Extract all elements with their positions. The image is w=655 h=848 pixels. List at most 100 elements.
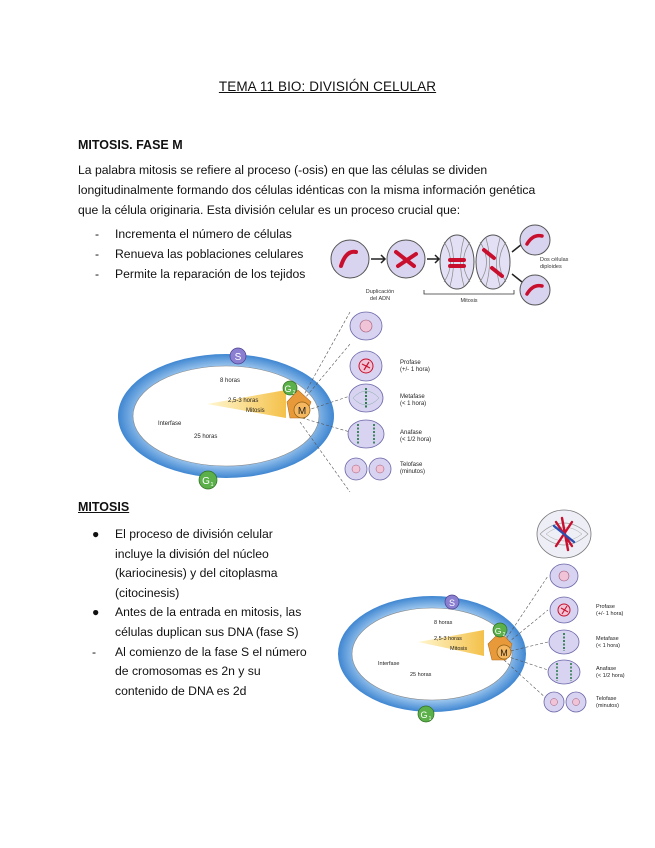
intro-paragraph: La palabra mitosis se refiere al proceso…	[78, 160, 578, 220]
cell-cycle-diagram-1: M G 2 S G 1 8 horas 2,5-3 horas Mitosis …	[118, 311, 431, 493]
phase-g1-label: G	[420, 710, 427, 720]
phase-g2-sub: 2	[503, 632, 506, 638]
label-25-3-horas: 2,5-3 horas	[228, 398, 258, 404]
mitotic-cell	[439, 234, 475, 290]
label-interfase: Interfase	[378, 661, 399, 667]
telofase-name: Telofase	[596, 696, 617, 702]
telofase-name: Telofase	[400, 462, 423, 468]
list-item-text: Permite la reparación de los tejidos	[115, 267, 306, 281]
bullet-dash: -	[95, 227, 100, 241]
list-item: - Al comienzo de la fase S el número de …	[92, 643, 307, 702]
daughter-cell-bottom	[519, 274, 551, 306]
phase-connector-lines	[299, 311, 351, 493]
list-item-line: (kariocinesis) y del citoplasma	[115, 566, 278, 581]
g1-marker	[417, 705, 435, 723]
profase-name: Profase	[400, 360, 421, 366]
list-item-text: Incrementa el número de células	[115, 227, 292, 241]
list-item-text: Renueva las poblaciones celulares	[115, 247, 304, 261]
phase-s-label: S	[449, 598, 455, 608]
telofase-time: (minutos)	[400, 469, 425, 475]
phase-m-label: M	[500, 648, 508, 658]
phase-g2-label: G	[284, 384, 291, 394]
phase-g1-sub: 1	[429, 716, 432, 722]
daughters-label-line1: Dos células	[540, 257, 569, 263]
list-item-line: (citocinesis)	[115, 585, 180, 600]
s-marker	[229, 347, 247, 365]
bullet-dot: ●	[92, 605, 100, 620]
metafase-time: (< 1 hora)	[400, 401, 426, 407]
duplication-label-line1: Duplicación	[366, 289, 394, 295]
metafase-name: Metafase	[400, 394, 425, 400]
phase-g1-sub: 1	[210, 482, 213, 488]
anaphase-cell	[347, 419, 385, 449]
s-marker	[444, 594, 460, 610]
label-8-horas: 8 horas	[220, 378, 240, 384]
label-25-3-horas: 2,5-3 horas	[434, 636, 462, 642]
section-heading-fase-m: MITOSIS. FASE M	[78, 138, 183, 152]
label-8-horas: 8 horas	[434, 620, 453, 626]
dna-duplication-figure: Dos células diploides Duplicación del AD…	[330, 224, 569, 306]
daughter-cell-top	[519, 224, 551, 256]
g1-marker	[198, 470, 218, 490]
phase-s-label: S	[235, 352, 242, 363]
profase-name: Profase	[596, 604, 615, 610]
functions-list: - Incrementa el número de células - Renuev…	[95, 224, 305, 284]
paragraph-line: que la célula originaria. Esta división …	[78, 203, 461, 217]
interphase-cell	[349, 311, 383, 341]
cell-cycle-diagram-2: M G 2 S G 1 8 horas 2,5-3 horas Mitosis …	[338, 509, 625, 723]
section-heading-mitosis: MITOSIS	[78, 500, 130, 514]
phase-connector-lines	[503, 575, 549, 701]
metafase-name: Metafase	[596, 636, 619, 642]
duplication-label-line2: del ADN	[370, 296, 390, 302]
metaphase-cell	[348, 383, 384, 413]
metafase-time: (< 1 hora)	[596, 643, 620, 649]
anaphase-cell	[547, 659, 581, 685]
anafase-name: Anafase	[400, 430, 423, 436]
anafase-time: (< 1/2 hora)	[596, 673, 625, 679]
g2-marker	[492, 622, 508, 638]
list-item: - Incrementa el número de células	[95, 224, 305, 244]
paragraph-line: La palabra mitosis se refiere al proceso…	[78, 163, 488, 177]
label-25-horas: 25 horas	[410, 672, 432, 678]
anafase-time: (< 1/2 hora)	[400, 437, 431, 443]
daughters-label-line2: diploides	[540, 264, 562, 270]
paragraph-line: longitudinalmente formando dos células i…	[78, 183, 536, 197]
bullet-dash: -	[95, 267, 100, 281]
telofase-time: (minutos)	[596, 703, 619, 709]
page-title: TEMA 11 BIO: DIVISIÓN CELULAR	[218, 79, 437, 94]
telophase-cells	[344, 457, 392, 481]
bullet-dash: -	[95, 247, 100, 261]
interphase-cell	[549, 563, 579, 589]
mitosis-wedge	[207, 390, 286, 418]
profase-time: (+/- 1 hora)	[596, 611, 624, 617]
mitosis-list: ● El proceso de división celular incluye…	[92, 525, 307, 701]
parent-cell	[330, 239, 370, 279]
list-item: - Renueva las poblaciones celulares	[95, 244, 305, 264]
list-item: - Permite la reparación de los tejidos	[95, 264, 305, 284]
telophase-cells	[543, 691, 587, 713]
list-item-line: incluye la división del núcleo	[115, 546, 269, 561]
label-mitosis: Mitosis	[246, 408, 265, 414]
anaphase-cell	[475, 234, 511, 290]
label-interfase: Interfase	[158, 421, 182, 427]
label-25-horas: 25 horas	[194, 434, 217, 440]
list-item: ● El proceso de división celular incluye…	[92, 525, 307, 603]
phase-m-label: M	[298, 406, 306, 417]
prophase-cell	[549, 596, 579, 624]
list-item-line: de cromosomas es 2n y su	[115, 664, 261, 679]
duplicated-cell	[386, 239, 426, 279]
list-item-line: contenido de DNA es 2d	[115, 683, 247, 698]
anafase-name: Anafase	[596, 666, 616, 672]
profase-time: (+/- 1 hora)	[400, 367, 430, 373]
list-item: ● Antes de la entrada en mitosis, las cé…	[92, 603, 307, 642]
list-item-line: Antes de la entrada en mitosis, las	[115, 605, 302, 620]
mitosis-bracket	[423, 290, 515, 295]
mitosis-wedge	[418, 630, 484, 656]
phase-g1-label: G	[202, 476, 210, 487]
list-item-line: células duplican sus DNA (fase S)	[115, 624, 299, 639]
phase-g2-sub: 2	[293, 390, 296, 396]
label-mitosis: Mitosis	[450, 646, 467, 652]
phase-g2-label: G	[495, 626, 502, 636]
list-item-line: El proceso de división celular	[115, 527, 273, 541]
prophase-cell	[349, 350, 383, 382]
